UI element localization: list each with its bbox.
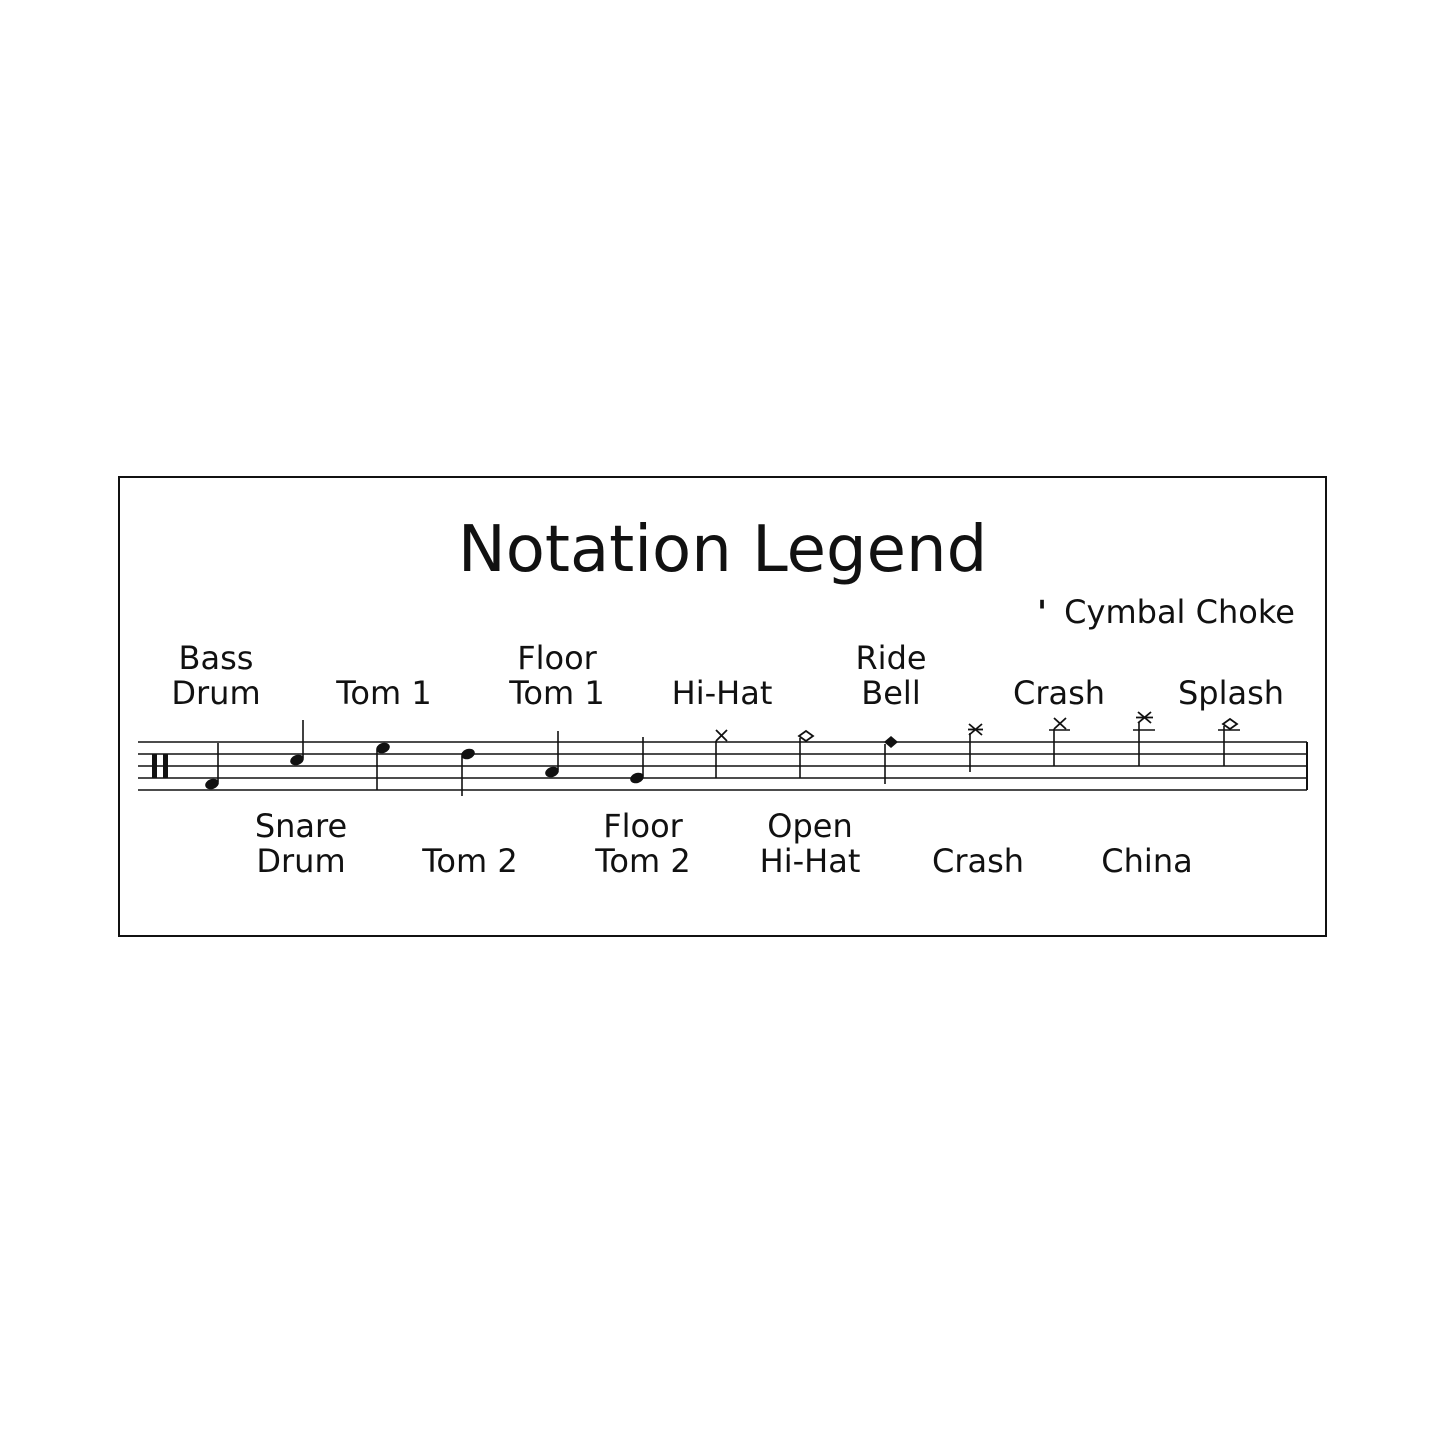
- staff-lines: [138, 741, 1307, 791]
- label-crash-bottom: Crash: [931, 842, 1025, 880]
- note-ride-bell: [884, 736, 898, 784]
- label-china: China: [1101, 842, 1193, 880]
- note-floor-tom-1: [545, 731, 559, 778]
- cymbal-choke-label: Cymbal Choke: [1064, 593, 1295, 631]
- note-floor-tom-2: [630, 737, 644, 784]
- label-tom-2: Tom 2: [422, 842, 518, 880]
- note-crash-1: [968, 723, 983, 772]
- label-tom-1: Tom 1: [336, 674, 432, 712]
- note-tom-2: [461, 748, 475, 796]
- note-crash-2: [1049, 717, 1070, 766]
- note-splash: [1218, 717, 1240, 766]
- note-china: [1133, 711, 1155, 766]
- legend-box: [118, 476, 1327, 937]
- note-bass-drum: [205, 743, 219, 790]
- percussion-clef-icon: [152, 754, 168, 778]
- cymbal-choke-key: ' Cymbal Choke: [1030, 592, 1295, 632]
- choke-mark-icon: ': [1037, 593, 1047, 631]
- label-hi-hat: Hi-Hat: [671, 674, 773, 712]
- label-splash: Splash: [1177, 674, 1285, 712]
- note-hi-hat: [715, 729, 728, 778]
- note-snare-drum: [290, 720, 304, 766]
- note-tom-1: [376, 742, 390, 790]
- note-open-hi-hat: [797, 729, 815, 778]
- label-crash-top: Crash: [1012, 674, 1106, 712]
- legend-title: Notation Legend: [457, 513, 988, 587]
